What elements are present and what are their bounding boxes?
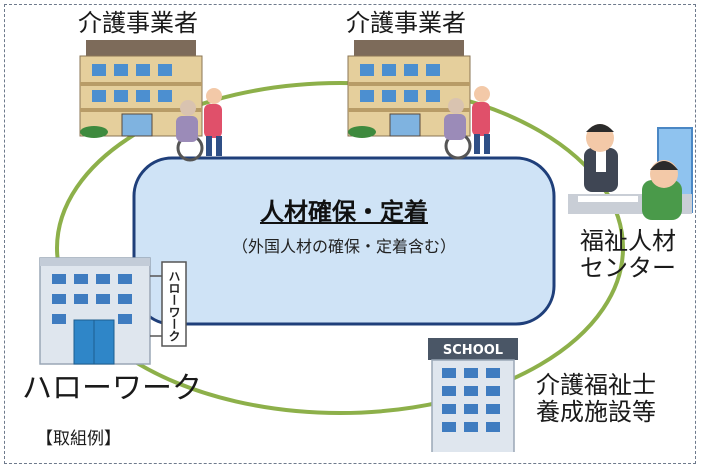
connection-ring	[55, 81, 625, 415]
training-school-label-line1: 介護福祉士	[536, 371, 656, 399]
hello-work-building-illustration: ハローワーク	[39, 257, 187, 365]
hello-work-label: ハローワーク	[22, 371, 202, 406]
diagram-canvas: ハローワーク SCHOOL	[39, 40, 693, 452]
care-provider-left-label: 介護事業者	[78, 9, 198, 37]
care-provider-right-label: 介護事業者	[346, 9, 466, 37]
welfare-center-label: 福祉人材 センター	[580, 228, 676, 282]
examples-heading: 【取組例】	[36, 429, 121, 449]
welfare-center-label-line2: センター	[580, 253, 676, 282]
training-school-label-line2: 養成施設等	[536, 397, 656, 426]
welfare-center-label-line1: 福祉人材	[580, 227, 676, 255]
welfare-center-illustration	[568, 124, 693, 220]
care-facility-left-illustration	[79, 40, 222, 162]
center-title: 人材確保・定着	[260, 198, 428, 226]
care-facility-right-illustration	[347, 40, 490, 160]
hello-work-sign-text: ハローワーク	[167, 270, 181, 342]
center-text: 人材確保・定着 （外国人材の確保・定着含む）	[134, 198, 554, 257]
center-box	[132, 156, 556, 326]
school-building-illustration: SCHOOL	[428, 338, 518, 452]
training-school-label: 介護福祉士 養成施設等	[536, 372, 656, 426]
center-subtitle: （外国人材の確保・定着含む）	[231, 236, 456, 256]
school-sign-text: SCHOOL	[443, 343, 503, 358]
